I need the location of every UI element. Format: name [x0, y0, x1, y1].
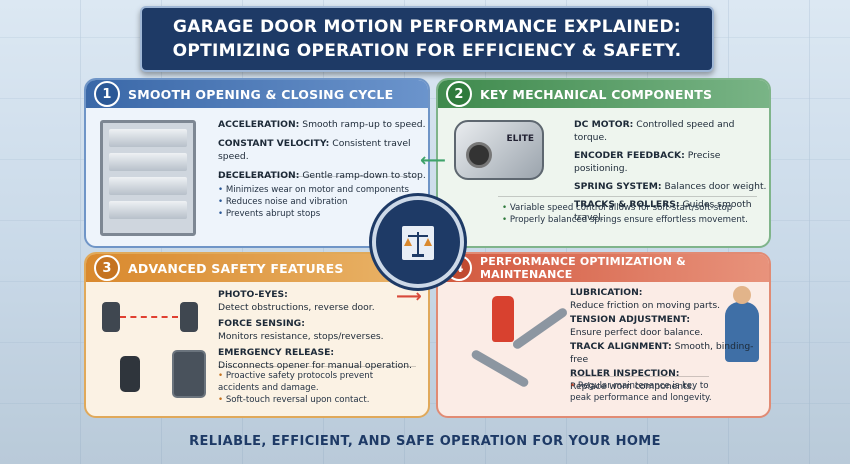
- panel-3-heading: ADVANCED SAFETY FEATURES: [128, 260, 344, 276]
- bullet: Soft-touch reversal upon contact.: [218, 394, 414, 406]
- row-text: Controlled speed and torque.: [574, 119, 735, 143]
- row-text: Reduce friction on moving parts.: [570, 300, 721, 311]
- footer-tagline: RELIABLE, EFFICIENT, AND SAFE OPERATION …: [189, 434, 661, 449]
- opener-icon: ELITE: [454, 120, 544, 180]
- row-label: PHOTO-EYES:: [218, 289, 288, 300]
- panel-mechanical: 2 KEY MECHANICAL COMPONENTS ELITE DC MOT…: [436, 78, 771, 248]
- remote-icon: [120, 356, 140, 392]
- row-label: ACCELERATION:: [218, 119, 300, 130]
- panel-safety: 3 ADVANCED SAFETY FEATURES PHOTO-EYES: De…: [84, 252, 430, 418]
- photo-eye-icon: [180, 302, 198, 332]
- row-text: Smooth, binding-free: [570, 341, 754, 365]
- row-text: Balances door weight.: [664, 181, 767, 192]
- panel-2-header: 2 KEY MECHANICAL COMPONENTS: [438, 80, 769, 108]
- center-emblem: [372, 196, 464, 288]
- panel-2-heading: KEY MECHANICAL COMPONENTS: [480, 86, 713, 102]
- bullet: Variable speed control allows for soft-s…: [502, 202, 748, 214]
- panel-4-header: 4 PERFORMANCE OPTIMIZATION & MAINTENANCE: [438, 254, 769, 282]
- divider: [218, 366, 416, 367]
- wrench-icon: [470, 348, 530, 389]
- divider: [218, 176, 416, 177]
- arrow-icon: ⟵: [420, 150, 446, 171]
- row-text: Smooth ramp-up to speed.: [302, 119, 426, 130]
- panel-4-bullets: Regular maintenance is key to peak perfo…: [570, 380, 720, 404]
- opener-brand: ELITE: [506, 134, 534, 144]
- panel-3-header: 3 ADVANCED SAFETY FEATURES: [86, 254, 428, 282]
- wrench-icon: [511, 306, 569, 351]
- beam-icon: [120, 316, 178, 318]
- divider: [570, 376, 709, 377]
- panel-1-heading: SMOOTH OPENING & CLOSING CYCLE: [128, 86, 394, 102]
- spray-can-icon: [492, 296, 514, 342]
- garage-door-icon: [100, 120, 196, 236]
- row-label: ENCODER FEEDBACK:: [574, 150, 685, 161]
- arrow-icon: ⟶: [396, 286, 422, 307]
- panel-1-rows: ACCELERATION: Smooth ramp-up to speed. C…: [218, 118, 428, 182]
- panel-3-bullets: Proactive safety protocols prevent accid…: [218, 370, 414, 406]
- panel-maintenance: 4 PERFORMANCE OPTIMIZATION & MAINTENANCE…: [436, 252, 771, 418]
- panel-1-number: 1: [94, 81, 120, 107]
- row-label: TENSION ADJUSTMENT:: [570, 314, 691, 325]
- bullet: Reduces noise and vibration: [218, 196, 409, 208]
- row-label: DECELERATION:: [218, 170, 300, 181]
- row-label: SPRING SYSTEM:: [574, 181, 662, 192]
- panel-3-rows: PHOTO-EYES: Detect obstructions, reverse …: [218, 288, 412, 372]
- scales-icon: [402, 226, 434, 260]
- row-text: Detect obstructions, reverse door.: [218, 302, 375, 313]
- panel-smooth-cycle: 1 SMOOTH OPENING & CLOSING CYCLE ACCELER…: [84, 78, 430, 248]
- row-label: ROLLER INSPECTION:: [570, 368, 680, 379]
- row-text: Monitors resistance, stops/reverses.: [218, 331, 384, 342]
- row-text: Consistent travel speed.: [218, 138, 411, 162]
- row-label: CONSTANT VELOCITY:: [218, 138, 330, 149]
- panel-4-heading: PERFORMANCE OPTIMIZATION & MAINTENANCE: [480, 255, 686, 281]
- technician-icon: [725, 286, 759, 362]
- row-text: Ensure perfect door balance.: [570, 327, 703, 338]
- keypad-icon: [172, 350, 206, 398]
- bullet: Proactive safety protocols prevent accid…: [218, 370, 414, 394]
- title-line-2: OPTIMIZING OPERATION FOR EFFICIENCY & SA…: [172, 41, 682, 61]
- bullet: Properly balanced springs ensure effortl…: [502, 214, 748, 226]
- row-label: TRACK ALIGNMENT:: [570, 341, 672, 352]
- bullet: Minimizes wear on motor and components: [218, 184, 409, 196]
- row-label: FORCE SENSING:: [218, 318, 305, 329]
- row-label: DC MOTOR:: [574, 119, 634, 130]
- row-label: LUBRICATION:: [570, 287, 643, 298]
- title-banner: GARAGE DOOR MOTION PERFORMANCE EXPLAINED…: [140, 6, 714, 72]
- panel-2-number: 2: [446, 81, 472, 107]
- row-text: Precise positioning.: [574, 150, 721, 174]
- row-label: EMERGENCY RELEASE:: [218, 347, 335, 358]
- panel-1-bullets: Minimizes wear on motor and components R…: [218, 184, 409, 220]
- photo-eye-icon: [102, 302, 120, 332]
- bullet: Prevents abrupt stops: [218, 208, 409, 220]
- panel-2-bullets: Variable speed control allows for soft-s…: [502, 202, 748, 226]
- panel-1-header: 1 SMOOTH OPENING & CLOSING CYCLE: [86, 80, 428, 108]
- panel-3-number: 3: [94, 255, 120, 281]
- row-text: Gentle ramp-down to stop.: [302, 170, 426, 181]
- divider: [498, 196, 757, 197]
- bullet: Regular maintenance is key to peak perfo…: [570, 380, 720, 404]
- row-text: Disconnects opener for manual operation.: [218, 360, 412, 371]
- title-line-1: GARAGE DOOR MOTION PERFORMANCE EXPLAINED…: [173, 17, 681, 37]
